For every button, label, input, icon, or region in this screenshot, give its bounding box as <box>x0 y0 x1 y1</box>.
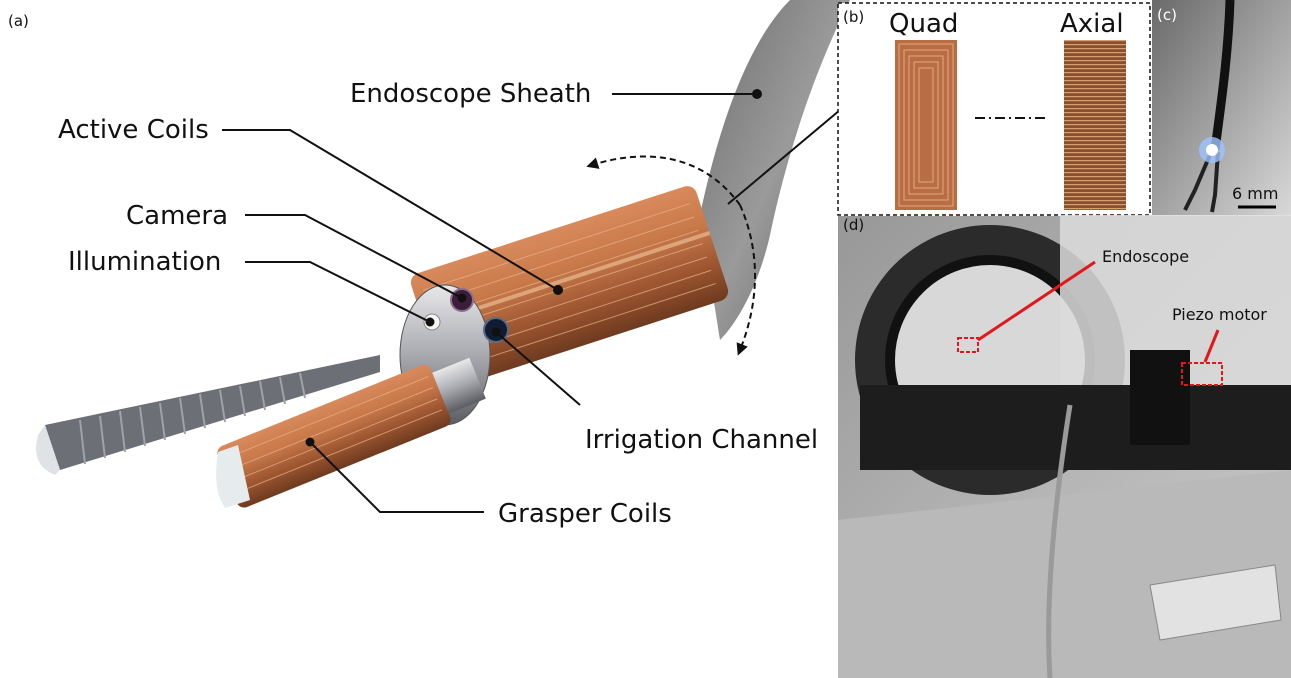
leader-illumination <box>245 261 431 323</box>
label-camera: Camera <box>126 201 228 231</box>
leader-camera-dot <box>457 293 467 303</box>
axial-coil-pattern <box>1064 40 1126 210</box>
leader-inset-b <box>727 109 841 205</box>
panel-tag-d: (d) <box>843 216 865 234</box>
leader-illumination-dot <box>425 317 435 327</box>
leader-sheath-dot <box>752 89 762 99</box>
label-piezo-motor: Piezo motor <box>1172 305 1267 324</box>
panel-b-inset: Quad Axial <box>837 2 1151 216</box>
panel-c-photo: 6 mm <box>1152 0 1291 215</box>
label-scale: 6 mm <box>1232 184 1278 203</box>
callout-box-piezo <box>1181 362 1223 386</box>
leader-active-coils <box>222 129 559 291</box>
grasper <box>36 355 486 508</box>
callout-line-piezo <box>1203 329 1220 363</box>
label-illumination: Illumination <box>68 247 221 277</box>
leader-camera <box>245 214 463 299</box>
leader-grasper-dot <box>305 437 315 447</box>
sliding-table <box>860 385 1291 470</box>
panel-d-photo: Endoscope Piezo motor <box>838 215 1291 678</box>
label-grasper-coils: Grasper Coils <box>498 499 672 529</box>
leader-irrigation-dot <box>491 327 501 337</box>
label-active-coils: Active Coils <box>58 115 209 145</box>
label-quad: Quad <box>889 9 958 39</box>
panel-tag-b: (b) <box>843 8 865 26</box>
callout-box-endoscope <box>957 337 979 353</box>
bend-arrow <box>736 204 756 356</box>
label-irrigation-channel: Irrigation Channel <box>585 425 818 455</box>
leader-active-coils-dot <box>553 285 563 295</box>
panel-tag-a: (a) <box>8 12 29 30</box>
panel-a-illustration: Endoscope Sheath Active Coils Camera Ill… <box>36 0 850 529</box>
leader-irrigation <box>495 331 581 406</box>
callout-line-endoscope <box>977 260 1096 342</box>
label-endoscope: Endoscope <box>1102 247 1189 266</box>
leader-grasper <box>309 441 484 513</box>
endoscope-sheath <box>700 0 850 340</box>
label-endoscope-sheath: Endoscope Sheath <box>350 79 591 109</box>
panel-tag-c: (c) <box>1157 6 1177 24</box>
quad-coil-pattern <box>895 40 957 210</box>
bend-arrow <box>586 155 741 206</box>
label-axial: Axial <box>1060 9 1124 39</box>
